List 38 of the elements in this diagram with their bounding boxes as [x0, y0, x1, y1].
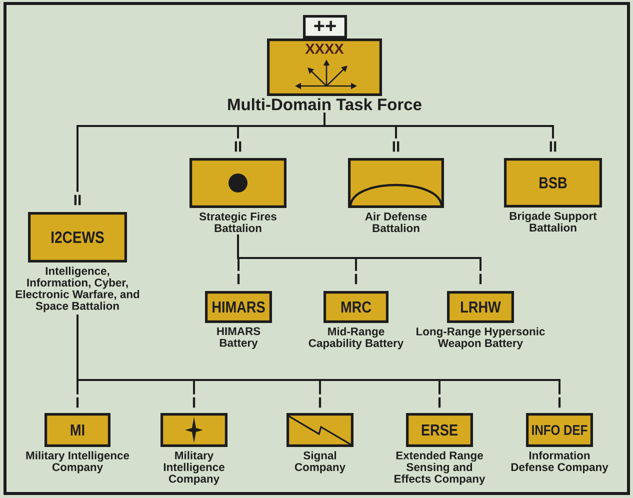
unit-box: MI — [44, 413, 110, 447]
echelon-mark: II — [74, 194, 81, 206]
unit-label: HIMARS Battery — [217, 327, 260, 349]
unit-box: LRHW — [447, 291, 514, 323]
echelon-mark: I — [479, 274, 482, 284]
echelon-mark: I — [318, 397, 322, 408]
unit-label: Mid-Range Capability Battery — [308, 327, 404, 350]
unit-label: Strategic Fires Battalion — [199, 212, 276, 232]
echelon-mark: II — [392, 141, 400, 152]
connector-line — [76, 314, 560, 394]
echelon-mark: I — [237, 274, 240, 284]
unit-label: Brigade Support Battalion — [510, 212, 597, 232]
echelon-mark: I — [438, 397, 441, 408]
echelon-mark: I — [558, 397, 561, 408]
unit-box: MRC — [324, 291, 388, 323]
unit-label: Military Intelligence Company — [164, 451, 224, 485]
unit-box: I2CEWS — [28, 212, 127, 262]
unit-box: HIMARS — [205, 291, 272, 323]
echelon-mark: II — [550, 141, 556, 152]
echelon-mark: I — [192, 397, 196, 408]
connector-line — [324, 112, 554, 138]
heading: Multi-Domain Task Force — [228, 98, 422, 110]
indicator-box: ++ — [303, 15, 347, 38]
unit-box: INFO DEF — [526, 413, 593, 447]
unit-label: Intelligence, Information, Cyber, Electronic Warfare, and Space Battalion — [16, 266, 140, 312]
unit-label: Information Defense Company — [511, 451, 608, 474]
unit-box: XXXX — [267, 38, 382, 96]
echelon-mark: II — [234, 141, 242, 152]
unit-label: Air Defense Battalion — [365, 212, 427, 232]
unit-label: Signal Company — [294, 451, 346, 474]
echelon-mark: I — [76, 397, 79, 408]
unit-label: Military Intelligence Company — [26, 451, 130, 474]
unit-label: Long-Range Hypersonic Weapon Battery — [416, 327, 545, 350]
echelon-mark: I — [354, 274, 358, 284]
unit-box: BSB — [504, 158, 602, 208]
connector-line — [237, 234, 482, 271]
unit-box: ERSE — [406, 413, 473, 447]
unit-label: Extended Range Sensing and Effects Company — [394, 451, 486, 485]
